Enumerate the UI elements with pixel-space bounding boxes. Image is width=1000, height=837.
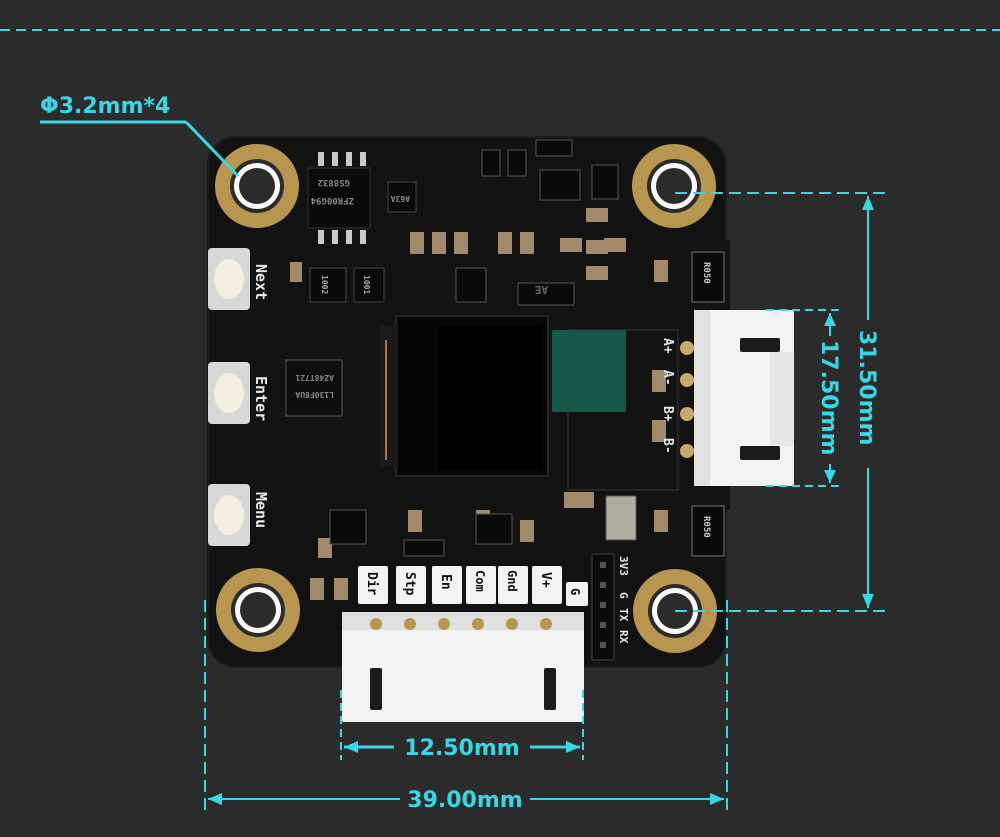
button-label-menu: Menu	[252, 492, 270, 528]
pin-com: Com	[473, 570, 487, 592]
dim-height-outer: 31.50mm	[675, 192, 885, 612]
motor-connector	[694, 310, 794, 486]
driver-ic: GS8832 ZFR00G94	[307, 152, 371, 244]
button-label-next: Next	[252, 264, 270, 300]
uart-pin-tx: TX	[617, 608, 630, 622]
dim-width-outer-label: 39.00mm	[407, 788, 522, 813]
smd-dark-components	[329, 139, 679, 557]
button-enter	[208, 362, 250, 424]
resistor-1001: 1001	[353, 267, 385, 303]
smd-components	[290, 208, 668, 600]
mounting-hole-bl	[216, 568, 300, 652]
mounting-hole-tl	[215, 144, 299, 228]
res-1002-marking: 1002	[320, 275, 329, 294]
uart-header: G 3V3 G TX RX	[566, 553, 630, 661]
dim-width-outer: 39.00mm	[204, 600, 728, 813]
dim-width-inner-label: 12.50mm	[404, 736, 519, 761]
motor-pin-b-minus: B-	[660, 438, 675, 454]
pin-en: En	[438, 574, 453, 590]
uart-pin-3v3: 3V3	[617, 556, 630, 576]
resistor-r050-bottom: R050	[691, 505, 725, 557]
diode-marking: AE	[535, 283, 548, 296]
pin-dir: Dir	[364, 572, 379, 596]
resistor-1002: 1002	[309, 267, 347, 303]
driver-code-marking: ZFR00G94	[310, 195, 354, 205]
dim-height-inner: 17.50mm	[766, 309, 846, 487]
control-connector	[342, 612, 584, 722]
mounting-hole-tr	[632, 144, 716, 228]
dim-height-inner-label: 17.50mm	[816, 340, 841, 455]
oled-display	[380, 315, 549, 477]
motor-pin-labels: A+ A- B+ B-	[660, 338, 675, 454]
pin-stp: Stp	[402, 572, 417, 596]
hole-callout: Φ3.2mm*4	[40, 94, 240, 178]
motor-pin-a-minus: A-	[660, 370, 675, 386]
uart-pin-rx: RX	[617, 630, 630, 644]
regulator-marking: A63A	[391, 194, 410, 203]
button-next	[208, 248, 250, 310]
pcb-board: Next Enter Menu GS8832 ZFR00G94 A63A 100…	[207, 136, 730, 668]
uart-pin-g-box: G	[568, 588, 582, 595]
dim-height-outer-label: 31.50mm	[854, 330, 879, 445]
mcu-marking-1: AZ48T721	[295, 373, 334, 382]
control-pin-labels: Dir Stp En Com Gnd V+	[358, 566, 562, 604]
motor-pin-a-plus: A+	[660, 338, 675, 354]
driver-chip-marking: GS8832	[317, 177, 350, 187]
motor-pads	[680, 341, 694, 458]
mcu-chip: AZ48T721 L130F8UA	[285, 359, 343, 417]
resistor-r050-top: R050	[691, 251, 725, 303]
mounting-hole-br	[633, 569, 717, 653]
uart-pin-g: G	[617, 592, 630, 599]
button-label-enter: Enter	[252, 376, 270, 421]
hole-diameter-label: Φ3.2mm*4	[40, 94, 170, 119]
button-menu	[208, 484, 250, 546]
r050-bottom-marking: R050	[701, 516, 711, 538]
regulator-chip: A63A	[387, 181, 417, 213]
mcu-marking-2: L130F8UA	[295, 390, 334, 399]
dim-width-inner: 12.50mm	[340, 690, 584, 761]
pin-vplus: V+	[538, 572, 553, 588]
diode-ae: AE	[517, 282, 575, 306]
pin-gnd: Gnd	[505, 570, 519, 592]
motor-pin-b-plus: B+	[660, 406, 675, 422]
res-1001-marking: 1001	[362, 275, 371, 294]
r050-top-marking: R050	[701, 262, 711, 284]
green-inductor	[552, 330, 626, 412]
